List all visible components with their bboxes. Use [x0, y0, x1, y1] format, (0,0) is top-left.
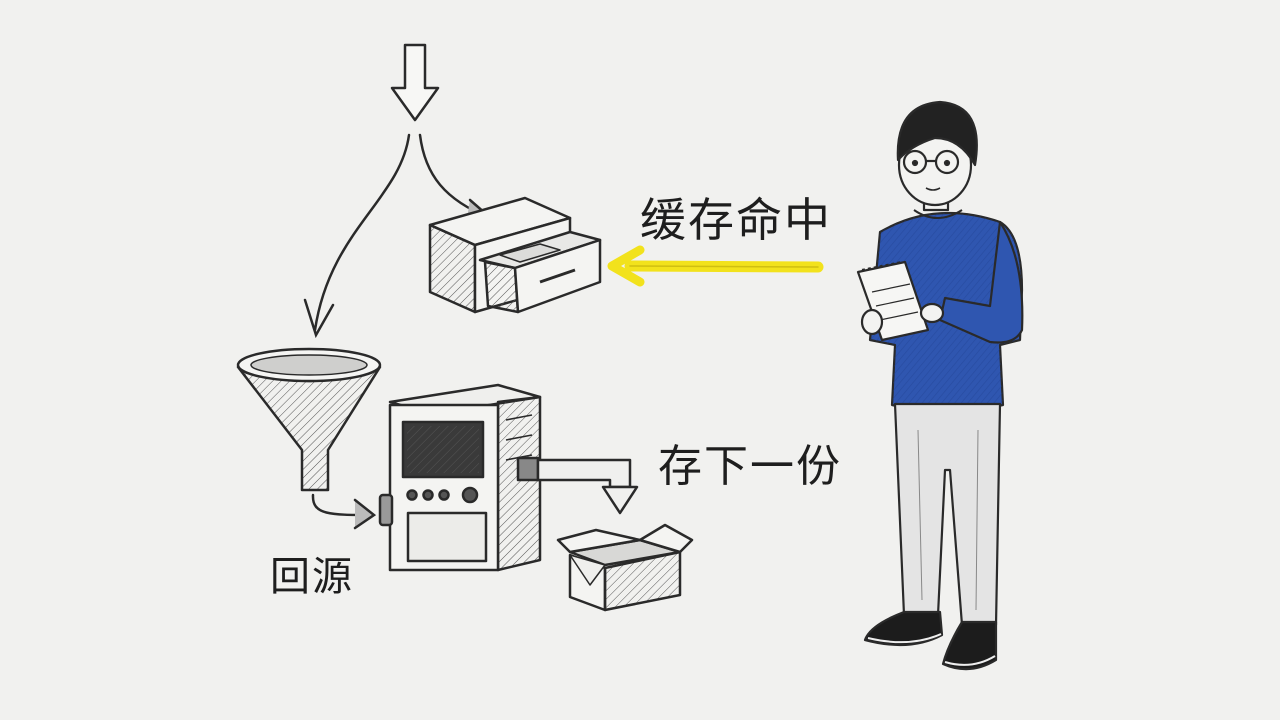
origin-server-icon — [378, 383, 542, 572]
highlight-arrow-icon — [607, 245, 824, 287]
person-with-notepad — [856, 100, 1024, 671]
cache-drawer-icon — [428, 196, 602, 314]
funnel-to-server-arrow-icon — [311, 493, 377, 530]
origin-fetch-label: 回源 — [270, 554, 354, 600]
incoming-request-arrow-icon — [390, 43, 440, 122]
funnel-icon — [236, 347, 382, 492]
save-copy-label: 存下一份 — [658, 441, 842, 492]
pipe-arrow-icon — [516, 456, 639, 515]
storage-box-icon — [556, 523, 694, 612]
cache-hit-label: 缓存命中 — [640, 193, 832, 247]
